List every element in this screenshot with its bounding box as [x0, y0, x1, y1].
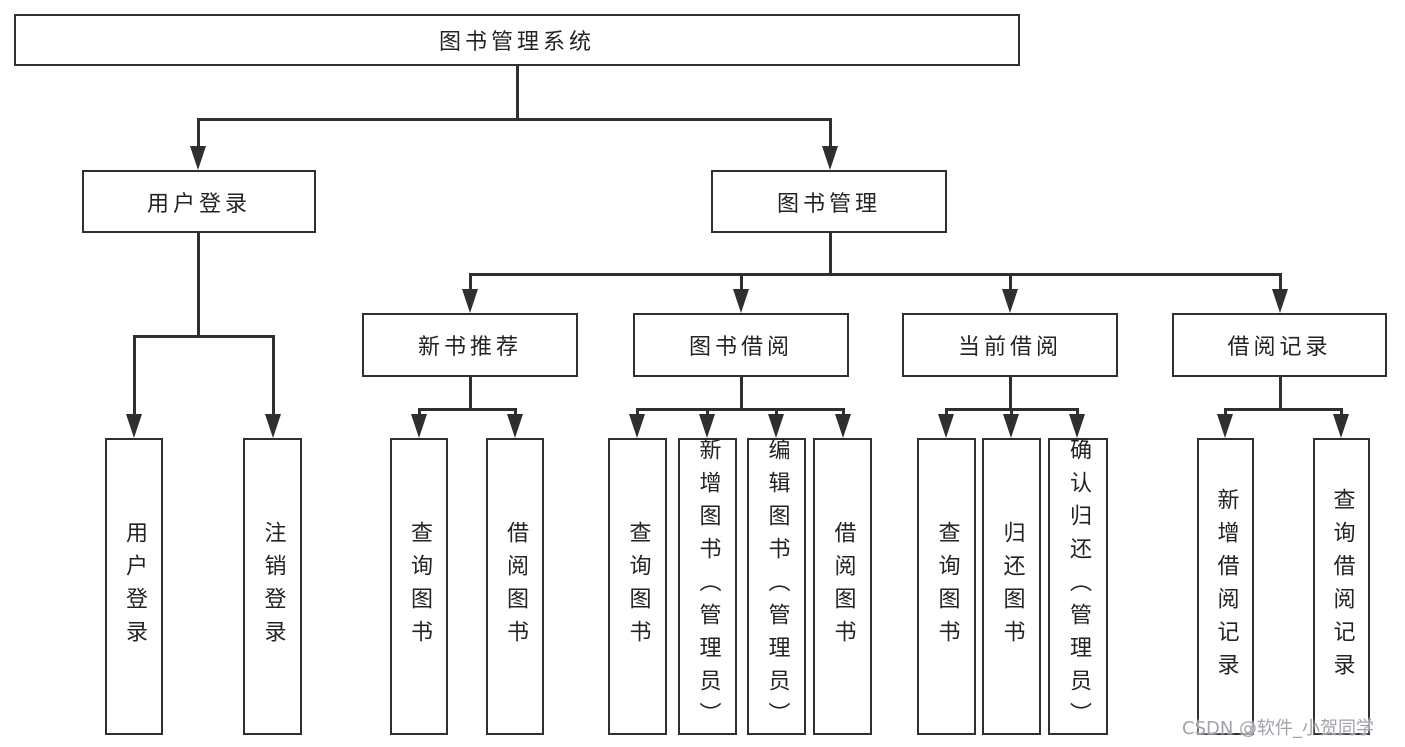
- leaf-recommend-query-books: 查询图书: [390, 438, 448, 735]
- node-user-login: 用户登录: [82, 170, 316, 233]
- arrowhead: [1069, 414, 1085, 438]
- leaf-current-query-books: 查询图书: [917, 438, 976, 735]
- leaf-borrowing-edit-books-admin: 编辑图书（管理员）: [747, 438, 806, 735]
- arrowhead: [699, 414, 715, 438]
- leaf-user-login: 用户登录: [105, 438, 163, 735]
- arrowhead: [1272, 289, 1288, 313]
- arrowhead: [411, 414, 427, 438]
- arrowhead: [190, 146, 206, 170]
- arrowhead: [1002, 289, 1018, 313]
- arrowhead: [835, 414, 851, 438]
- node-library-system: 图书管理系统: [14, 14, 1020, 66]
- connector: [272, 335, 275, 430]
- node-label: 新增借阅记录: [1213, 487, 1239, 686]
- node-label: 图书管理系统: [438, 30, 595, 55]
- connector: [197, 118, 200, 162]
- node-label: 编辑图书（管理员）: [764, 438, 790, 735]
- node-book-borrowing: 图书借阅: [633, 313, 849, 377]
- leaf-current-return-books: 归还图书: [982, 438, 1041, 735]
- arrowhead: [1003, 414, 1019, 438]
- watermark: CSDN @软件_小贺同学: [1182, 718, 1375, 739]
- node-current-borrowing: 当前借阅: [902, 313, 1118, 377]
- connector: [469, 377, 472, 410]
- node-label: 新增图书（管理员）: [695, 438, 721, 735]
- arrowhead: [938, 414, 954, 438]
- node-label: 借阅图书: [830, 520, 856, 653]
- node-label: 当前借阅: [957, 335, 1062, 360]
- leaf-records-query-record: 查询借阅记录: [1313, 438, 1370, 735]
- node-borrowing-records: 借阅记录: [1172, 313, 1387, 377]
- node-label: 借阅图书: [503, 520, 528, 653]
- arrowhead: [768, 414, 784, 438]
- leaf-borrowing-borrow-books: 借阅图书: [813, 438, 872, 735]
- connector: [637, 408, 843, 411]
- node-label: 图书管理: [776, 191, 881, 217]
- node-label: 新书推荐: [417, 335, 522, 360]
- connector: [197, 118, 831, 121]
- leaf-recommend-borrow-books: 借阅图书: [486, 438, 544, 735]
- leaf-borrowing-add-books-admin: 新增图书（管理员）: [678, 438, 737, 735]
- arrowhead: [733, 289, 749, 313]
- leaf-current-confirm-return-admin: 确认归还（管理员）: [1048, 438, 1108, 735]
- arrowhead: [1217, 414, 1233, 438]
- connector: [829, 233, 832, 275]
- arrowhead: [462, 289, 478, 313]
- arrowhead: [265, 414, 281, 438]
- connector: [133, 335, 136, 430]
- node-label: 查询图书: [934, 520, 960, 653]
- arrowhead: [822, 146, 838, 170]
- connector: [470, 273, 1281, 276]
- connector: [1224, 408, 1342, 411]
- connector: [197, 233, 200, 337]
- node-label: 查询图书: [625, 520, 651, 653]
- connector: [418, 408, 515, 411]
- connector: [829, 118, 832, 162]
- arrowhead: [1333, 414, 1349, 438]
- node-label: 查询图书: [407, 520, 432, 653]
- leaf-logout: 注销登录: [243, 438, 302, 735]
- node-label: 借阅记录: [1227, 335, 1332, 360]
- arrowhead: [507, 414, 523, 438]
- node-label: 确认归还（管理员）: [1066, 438, 1091, 735]
- node-label: 图书借阅: [688, 335, 793, 360]
- connector: [1009, 377, 1012, 410]
- leaf-records-add-record: 新增借阅记录: [1197, 438, 1254, 735]
- node-new-book-recommend: 新书推荐: [362, 313, 578, 377]
- node-book-management: 图书管理: [711, 170, 947, 233]
- connector: [134, 335, 274, 338]
- connector: [516, 66, 519, 119]
- arrowhead: [629, 414, 645, 438]
- node-label: 用户登录: [122, 520, 147, 653]
- connector: [740, 377, 743, 410]
- arrowhead: [126, 414, 142, 438]
- node-label: 注销登录: [260, 520, 286, 653]
- node-label: 归还图书: [999, 520, 1025, 653]
- connector: [1279, 377, 1282, 410]
- leaf-borrowing-query-books: 查询图书: [608, 438, 667, 735]
- node-label: 查询借阅记录: [1329, 487, 1355, 686]
- node-label: 用户登录: [146, 191, 251, 217]
